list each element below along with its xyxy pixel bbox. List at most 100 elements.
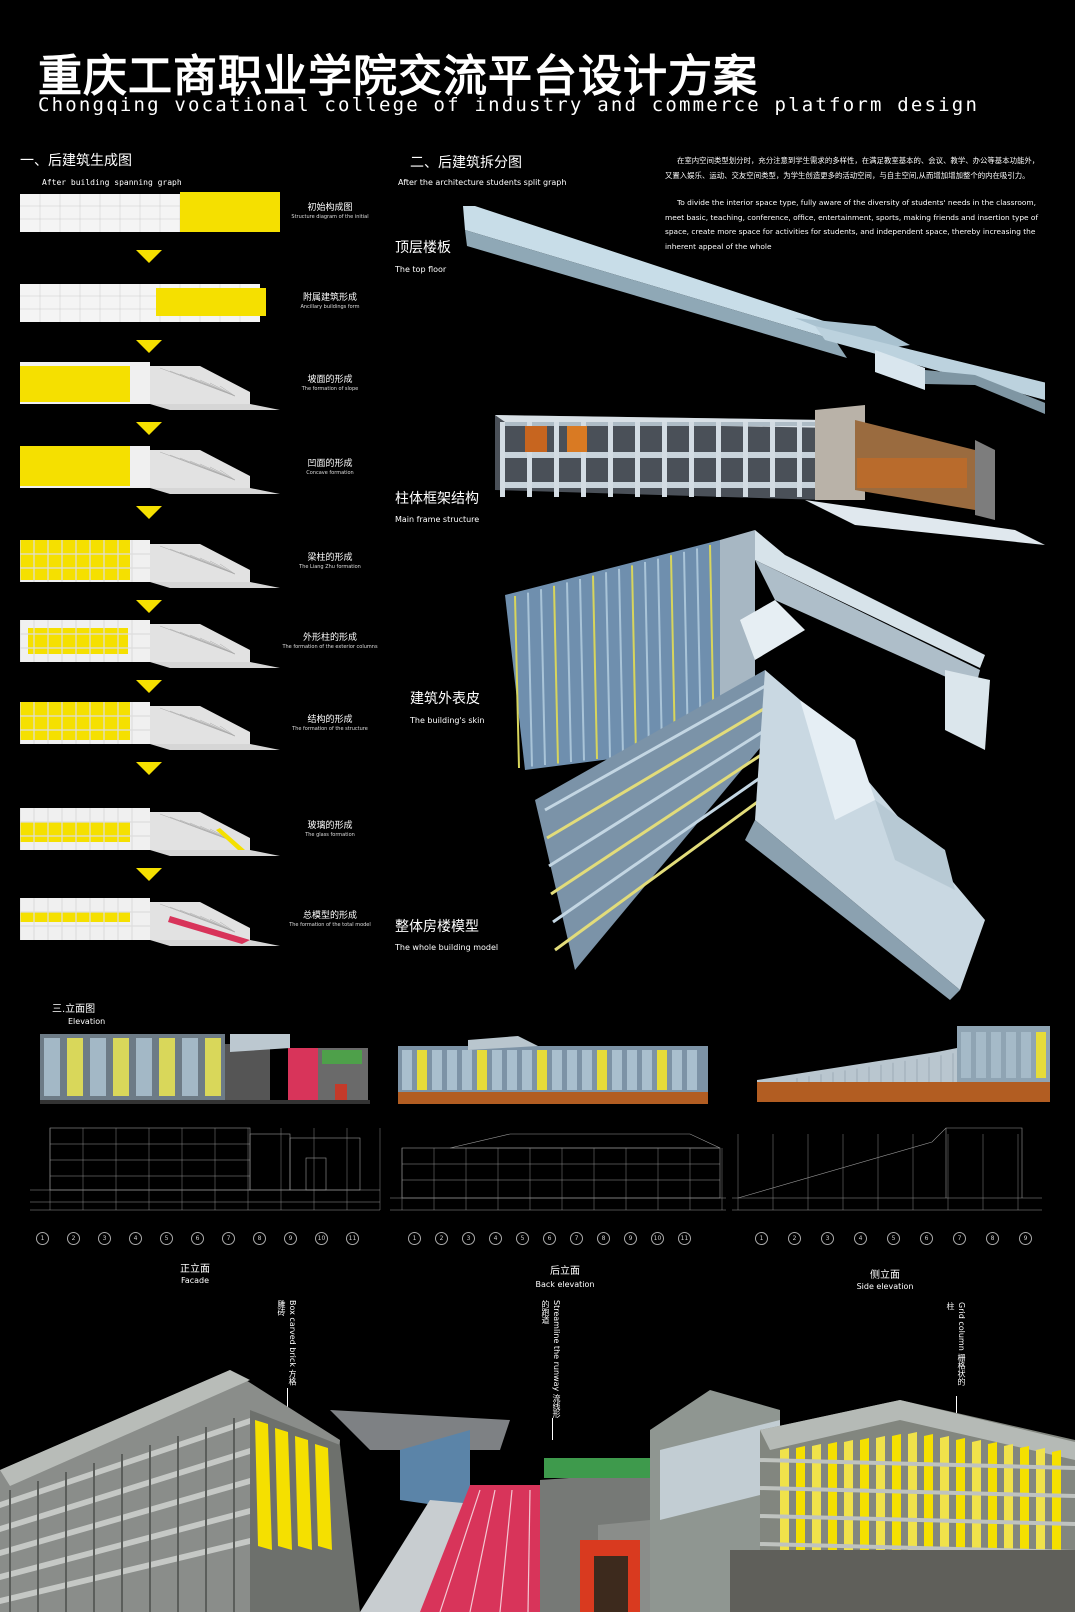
generation-step-label-cn: 梁柱的形成 xyxy=(307,553,353,563)
page-title: 重庆工商职业学院交流平台设计方案 xyxy=(38,51,758,102)
axis-marker: 10 xyxy=(651,1232,664,1245)
generation-model-7 xyxy=(20,702,280,750)
back-elevation-render xyxy=(398,1036,708,1104)
axis-marker: 4 xyxy=(854,1232,867,1245)
side-elevation-render xyxy=(757,1026,1050,1102)
axis-marker: 2 xyxy=(435,1232,448,1245)
axis-marker: 2 xyxy=(67,1232,80,1245)
back-elevation-en: Back elevation xyxy=(535,1280,595,1289)
axis-marker: 5 xyxy=(516,1232,529,1245)
arrow-down-icon xyxy=(136,600,162,613)
part-model-en: The whole building model xyxy=(395,943,499,952)
generation-step-label-en: Structure diagram of the initial xyxy=(291,214,369,220)
generation-step-label-cn: 坡面的形成 xyxy=(307,375,353,385)
side-elevation-drawing xyxy=(732,1127,1042,1211)
axis-marker: 8 xyxy=(253,1232,266,1245)
generation-step-label-cn: 附属建筑形成 xyxy=(302,293,357,303)
part-frame-cn: 柱体框架结构 xyxy=(395,491,479,507)
arrow-down-icon xyxy=(136,250,162,263)
split-heading: 二、后建筑拆分图 xyxy=(410,155,522,171)
axis-marker: 8 xyxy=(986,1232,999,1245)
exploded-axonometric xyxy=(463,206,1045,1000)
generation-subheading: After building spanning graph xyxy=(42,178,182,187)
generation-step-label-en: The glass formation xyxy=(305,832,355,838)
front-elevation-drawing xyxy=(30,1127,381,1211)
side-elevation-cn: 侧立面 xyxy=(870,1270,900,1281)
generation-step-label-cn: 初始构成图 xyxy=(307,203,353,213)
generation-step-label-en: Ancillary buildings form xyxy=(300,304,360,310)
annotation-grid: Grid column 栅格状的柱 xyxy=(945,1302,967,1392)
axis-marker: 6 xyxy=(543,1232,556,1245)
axis-marker: 1 xyxy=(755,1232,768,1245)
annotation-runway: Streamline the runway 流线形的跑道 xyxy=(540,1300,562,1420)
axis-marker: 8 xyxy=(597,1232,610,1245)
generation-step-label-cn: 外形柱的形成 xyxy=(302,633,357,643)
page-subtitle: Chongqing vocational college of industry… xyxy=(38,94,980,116)
generation-heading: 一、后建筑生成图 xyxy=(20,153,132,169)
annotation-runway-cn: 流线形的跑道 xyxy=(541,1300,561,1418)
part-skin-en: The building's skin xyxy=(410,716,485,725)
axis-marker: 3 xyxy=(821,1232,834,1245)
generation-step-label-en: The formation of the total model xyxy=(289,922,371,928)
part-frame-en: Main frame structure xyxy=(395,515,480,524)
generation-step-label-en: Concave formation xyxy=(306,470,354,476)
facade-en: Facade xyxy=(180,1276,210,1285)
generation-model-8 xyxy=(20,808,280,856)
back-elevation-cn: 后立面 xyxy=(550,1266,580,1277)
elevation-subheading: Elevation xyxy=(68,1017,106,1026)
axis-marker: 6 xyxy=(191,1232,204,1245)
annotation-brick: Box carved brick 方格雕砖 xyxy=(276,1300,298,1390)
axis-marker: 6 xyxy=(920,1232,933,1245)
side-elevation-en: Side elevation xyxy=(856,1282,914,1291)
arrow-down-icon xyxy=(136,422,162,435)
axis-marker: 9 xyxy=(624,1232,637,1245)
generation-step-label-cn: 凹面的形成 xyxy=(307,459,353,469)
arrow-down-icon xyxy=(136,868,162,881)
axis-marker: 4 xyxy=(489,1232,502,1245)
generation-step-label-en: The formation of the exterior columns xyxy=(282,644,378,650)
axis-marker: 7 xyxy=(222,1232,235,1245)
generation-step-label-cn: 玻璃的形成 xyxy=(307,821,353,831)
annotation-grid-cn: 栅格状的柱 xyxy=(946,1302,966,1386)
generation-model-1 xyxy=(20,192,280,232)
split-subheading: After the architecture students split gr… xyxy=(398,178,567,187)
annotation-brick-en: Box carved brick xyxy=(288,1300,297,1367)
axis-marker: 4 xyxy=(129,1232,142,1245)
back-elevation-drawing xyxy=(390,1133,726,1211)
annotation-runway-en: Streamline the runway xyxy=(552,1300,561,1392)
axis-marker: 3 xyxy=(462,1232,475,1245)
generation-model-9 xyxy=(20,898,280,946)
axis-marker: 7 xyxy=(570,1232,583,1245)
generation-model-6 xyxy=(20,620,280,668)
axis-marker: 5 xyxy=(160,1232,173,1245)
generation-model-4 xyxy=(20,446,280,494)
frame-grid xyxy=(495,415,835,488)
generation-model-3 xyxy=(20,362,280,410)
generation-model-5 xyxy=(20,540,280,588)
generation-step-label-cn: 结构的形成 xyxy=(307,715,353,725)
generation-step-label-en: The formation of slope xyxy=(301,386,359,392)
axis-marker: 11 xyxy=(346,1232,359,1245)
annotation-grid-en: Grid column xyxy=(957,1302,966,1351)
axis-marker: 5 xyxy=(887,1232,900,1245)
annotation-runway-leader xyxy=(552,1418,553,1440)
axis-marker: 10 xyxy=(315,1232,328,1245)
annotation-brick-leader xyxy=(287,1388,288,1418)
part-top-floor-en: The top floor xyxy=(395,265,447,274)
arrow-down-icon xyxy=(136,680,162,693)
part-top-floor-cn: 顶层楼板 xyxy=(395,240,451,256)
generation-step-label-en: The formation of the structure xyxy=(292,726,368,732)
axis-marker: 9 xyxy=(1019,1232,1032,1245)
arrow-down-icon xyxy=(136,506,162,519)
axis-marker: 1 xyxy=(408,1232,421,1245)
front-elevation-render xyxy=(40,1034,370,1104)
facade-cn: 正立面 xyxy=(180,1264,210,1275)
description-en: To divide the interior space type, fully… xyxy=(665,198,1039,251)
generation-step-label-en: The Liang Zhu formation xyxy=(299,564,361,570)
axis-marker: 9 xyxy=(284,1232,297,1245)
generation-model-2 xyxy=(20,284,266,322)
axis-marker: 1 xyxy=(36,1232,49,1245)
